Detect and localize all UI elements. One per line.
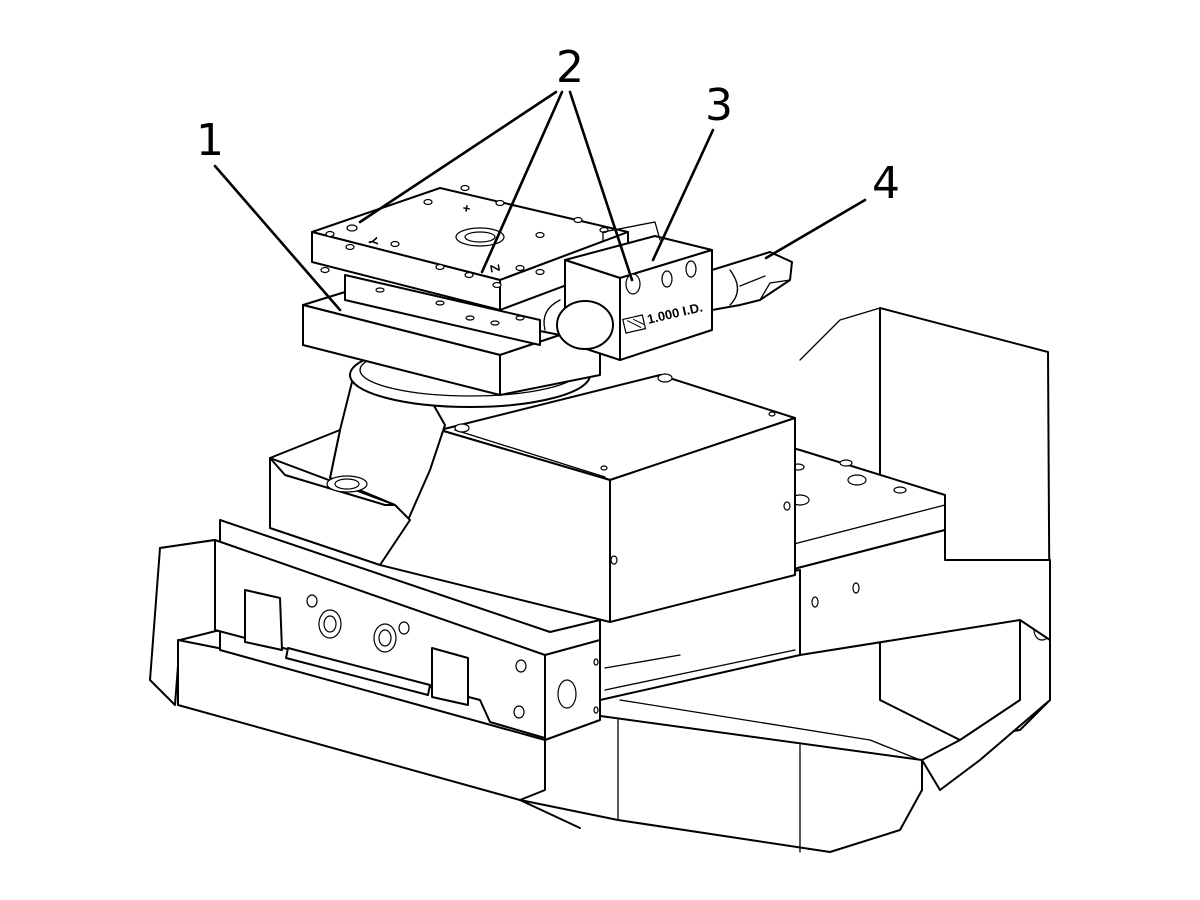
- callout-2: 2: [556, 42, 584, 93]
- boring-bar-4: [711, 251, 793, 311]
- callout-leaders: [213, 90, 867, 312]
- callout-labels: 1 2 3 4: [196, 42, 900, 209]
- svg-text:+: +: [461, 200, 471, 216]
- callout-4: 4: [872, 158, 900, 209]
- tool-holder-block-3: 1.000 I.D.: [543, 221, 713, 361]
- svg-text:Z: Z: [487, 263, 503, 273]
- base-plate-1: [302, 291, 601, 396]
- cover-box: [379, 373, 796, 623]
- svg-text:Y: Y: [365, 236, 381, 247]
- callout-1: 1: [196, 115, 224, 166]
- callout-3: 3: [705, 80, 733, 131]
- vise-top-plate-2: Y + Z: [311, 184, 629, 346]
